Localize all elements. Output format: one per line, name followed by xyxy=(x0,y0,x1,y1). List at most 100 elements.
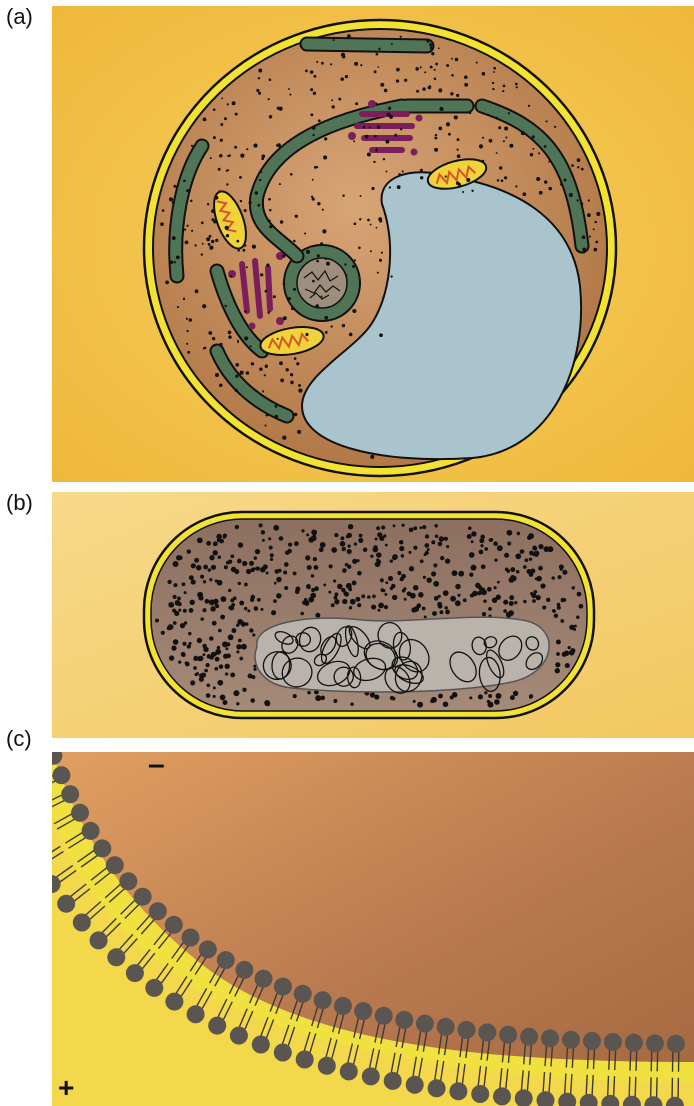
ribosome-dot xyxy=(506,612,512,618)
ribosome-dot xyxy=(558,575,562,579)
ribosome-dot xyxy=(293,571,297,575)
ribosome-dot xyxy=(503,140,505,142)
lipid-head xyxy=(61,785,79,803)
ribosome-dot xyxy=(310,70,313,73)
ribosome-dot xyxy=(342,194,344,196)
ribosome-dot xyxy=(213,686,216,689)
ribosome-dot xyxy=(226,234,229,237)
ribosome-dot xyxy=(504,553,509,558)
ribosome-dot xyxy=(581,168,584,171)
ribosome-dot xyxy=(187,644,191,648)
ribosome-dot xyxy=(552,609,556,613)
ribosome-dot xyxy=(384,605,388,609)
ribosome-dot xyxy=(393,524,396,527)
ribosome-dot xyxy=(417,702,423,708)
ribosome-dot xyxy=(515,553,521,559)
ribosome-dot xyxy=(420,176,423,179)
ribosome-dot xyxy=(576,615,580,619)
ribosome-dot xyxy=(334,592,338,596)
ribosome-dot xyxy=(257,204,260,207)
ribosome-dot xyxy=(455,600,461,606)
ribosome-dot xyxy=(208,568,211,571)
ribosome-dot xyxy=(239,601,244,606)
ribosome-dot xyxy=(438,88,442,92)
ribosome-dot xyxy=(215,196,219,200)
ribosome-dot xyxy=(342,547,346,551)
ribosome-dot xyxy=(194,656,199,661)
ribosome-dot xyxy=(324,316,328,320)
ribosome-dot xyxy=(355,597,360,602)
ribosome-dot xyxy=(422,87,425,90)
ribosome-dot xyxy=(445,610,450,615)
lipid-head xyxy=(646,1034,664,1052)
lipid-tail xyxy=(630,1051,631,1071)
panel-b-prokaryotic-cell xyxy=(52,492,694,738)
ribosome-dot xyxy=(209,578,212,581)
lipid-head xyxy=(416,1015,434,1033)
ribosome-dot xyxy=(402,170,404,172)
ribosome-dot xyxy=(237,559,242,564)
ribosome-dot xyxy=(434,148,438,152)
ribosome-dot xyxy=(536,595,541,600)
ribosome-dot xyxy=(264,374,266,376)
ribosome-dot xyxy=(397,185,401,189)
ribosome-dot xyxy=(197,638,202,643)
lipid-head xyxy=(375,1007,393,1025)
ribosome-dot xyxy=(301,529,304,532)
ribosome-dot xyxy=(452,692,457,697)
ribosome-dot xyxy=(593,248,597,252)
ribosome-dot xyxy=(469,696,472,699)
ribosome-dot xyxy=(489,139,493,143)
ribosome-dot xyxy=(358,247,361,250)
lipid-head xyxy=(499,1026,517,1044)
lipid-head xyxy=(71,804,89,822)
ribosome-dot xyxy=(555,662,560,667)
lipid-head xyxy=(340,1062,358,1080)
ribosome-dot xyxy=(530,153,534,157)
ribosome-dot xyxy=(244,209,247,212)
lipid-head xyxy=(149,902,167,920)
ribosome-dot xyxy=(482,72,486,76)
ribosome-dot xyxy=(261,608,264,611)
ribosome-dot xyxy=(410,593,416,599)
ribosome-dot xyxy=(189,318,193,322)
ribosome-dot xyxy=(464,83,468,87)
ribosome-dot xyxy=(314,565,319,570)
ribosome-dot xyxy=(595,221,597,223)
lipid-head xyxy=(182,929,200,947)
ribosome-dot xyxy=(333,579,336,582)
lipid-head xyxy=(314,991,332,1009)
ribosome-dot xyxy=(360,195,362,197)
ribosome-dot xyxy=(448,133,451,136)
lipid-head xyxy=(604,1033,622,1051)
lipid-head xyxy=(395,1011,413,1029)
ribosome-dot xyxy=(213,695,216,698)
ribosome-dot xyxy=(388,107,391,110)
ribosome-dot xyxy=(326,262,330,266)
lipid-tail xyxy=(636,1051,637,1071)
ribosome-dot xyxy=(580,202,583,205)
ribosome-dot xyxy=(433,563,437,567)
ribosome-dot xyxy=(350,599,356,605)
ribosome-dot xyxy=(173,261,175,263)
ribosome-dot xyxy=(538,566,543,571)
ribosome-dot xyxy=(155,618,159,622)
ribosome-dot xyxy=(240,154,244,158)
ribosome-dot xyxy=(173,595,177,599)
ribosome-dot xyxy=(419,526,422,529)
ribosome-dot xyxy=(325,258,327,260)
ribosome-dot xyxy=(253,144,257,148)
ribosome-dot xyxy=(523,600,526,603)
ribosome-dot xyxy=(521,131,525,135)
ribosome-dot xyxy=(503,85,506,88)
ribosome-dot xyxy=(378,609,381,612)
ribosome-dot xyxy=(230,672,235,677)
ribosome-dot xyxy=(280,220,283,223)
ribosome-dot xyxy=(238,249,240,251)
lipid-head xyxy=(449,1082,467,1100)
ribosome-dot xyxy=(370,555,373,558)
ribosome-dot xyxy=(509,144,513,148)
ribosome-dot xyxy=(220,615,225,620)
lipid-head xyxy=(208,1017,226,1035)
ribosome-dot xyxy=(183,179,186,182)
